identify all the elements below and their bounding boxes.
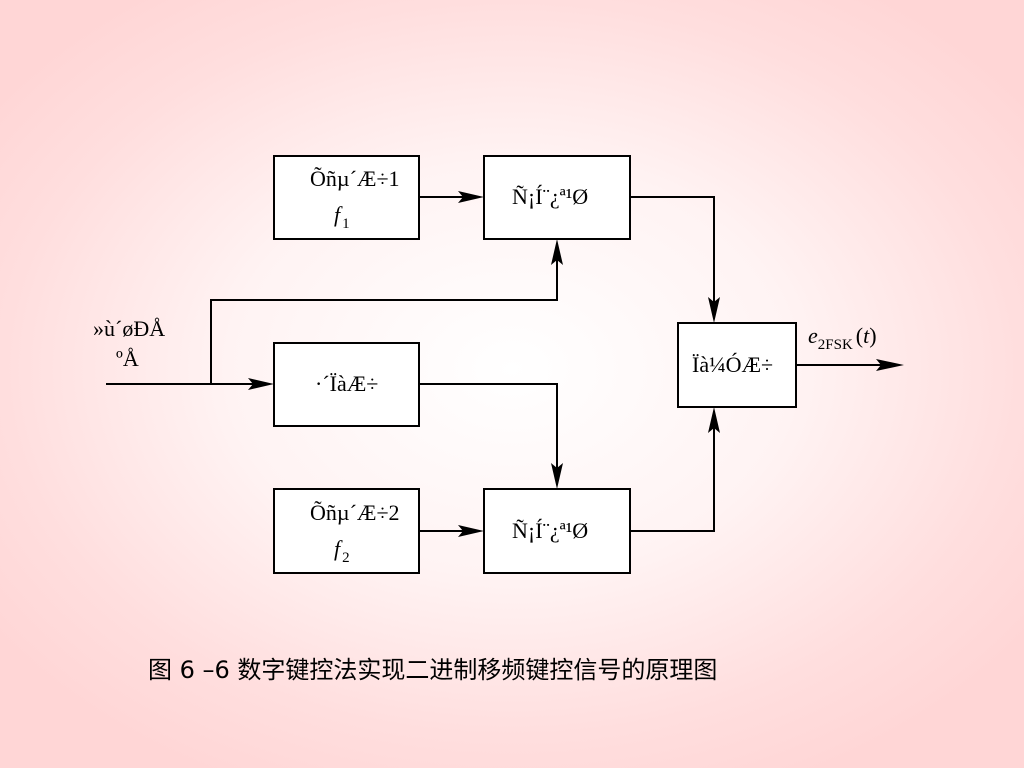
oscillator-1-label: Õñµ´Æ÷1 <box>310 166 400 191</box>
osc2-to-gate2-arrow <box>458 525 484 537</box>
input-label-line-2: ºÅ <box>116 346 139 371</box>
gate2-to-adder-line <box>630 419 715 532</box>
gate-2-label: Ñ¡Í¨¿ª¹Ø <box>512 518 588 543</box>
inverter-to-gate2-arrow <box>551 463 563 489</box>
gate1-to-adder-arrow <box>708 297 720 323</box>
adder-label: Ïà¼ÓÆ÷ <box>692 352 773 377</box>
inverter-label: ·´ÏàÆ÷ <box>315 371 378 396</box>
osc1-to-gate1-arrow <box>458 191 484 203</box>
inverter-to-gate2-line <box>419 383 558 477</box>
oscillator-2-label: Õñµ´Æ÷2 <box>310 500 400 525</box>
oscillator-1-box <box>273 155 420 240</box>
adder-box <box>677 322 797 408</box>
gate-2-box <box>483 488 631 574</box>
figure-caption: 图 6 –6 数字键控法实现二进制移频键控信号的原理图 <box>148 656 717 684</box>
gate-1-control-arrow <box>551 239 563 265</box>
gate2-to-adder-arrow <box>708 407 720 433</box>
inverter-box <box>273 342 420 427</box>
output-signal-label: e2FSK(t) <box>808 323 877 353</box>
output-arrow <box>876 359 904 371</box>
gate1-to-adder-line <box>630 196 715 311</box>
gate-1-label: Ñ¡Í¨¿ª¹Ø <box>512 184 588 209</box>
inverter-input-arrow <box>248 378 274 390</box>
input-label-line-1: »ù´øÐÅ <box>93 316 165 341</box>
branch-to-gate-1 <box>210 250 558 384</box>
gate-1-box <box>483 155 631 240</box>
